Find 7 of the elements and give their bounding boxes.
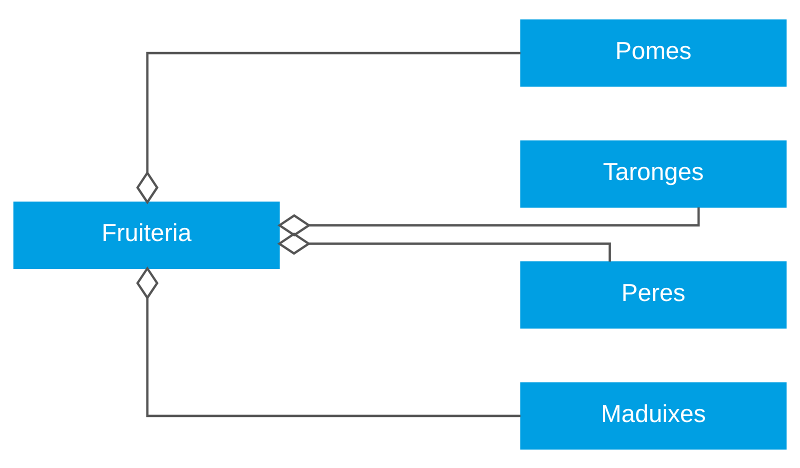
connector	[136, 266, 520, 417]
node-box: Taronges	[520, 140, 787, 208]
node-box: Pomes	[520, 18, 787, 86]
node-box: Peres	[520, 260, 787, 328]
node-box: Fruiteria	[13, 201, 280, 268]
connector	[136, 51, 520, 204]
node-box: Maduixes	[520, 382, 787, 450]
